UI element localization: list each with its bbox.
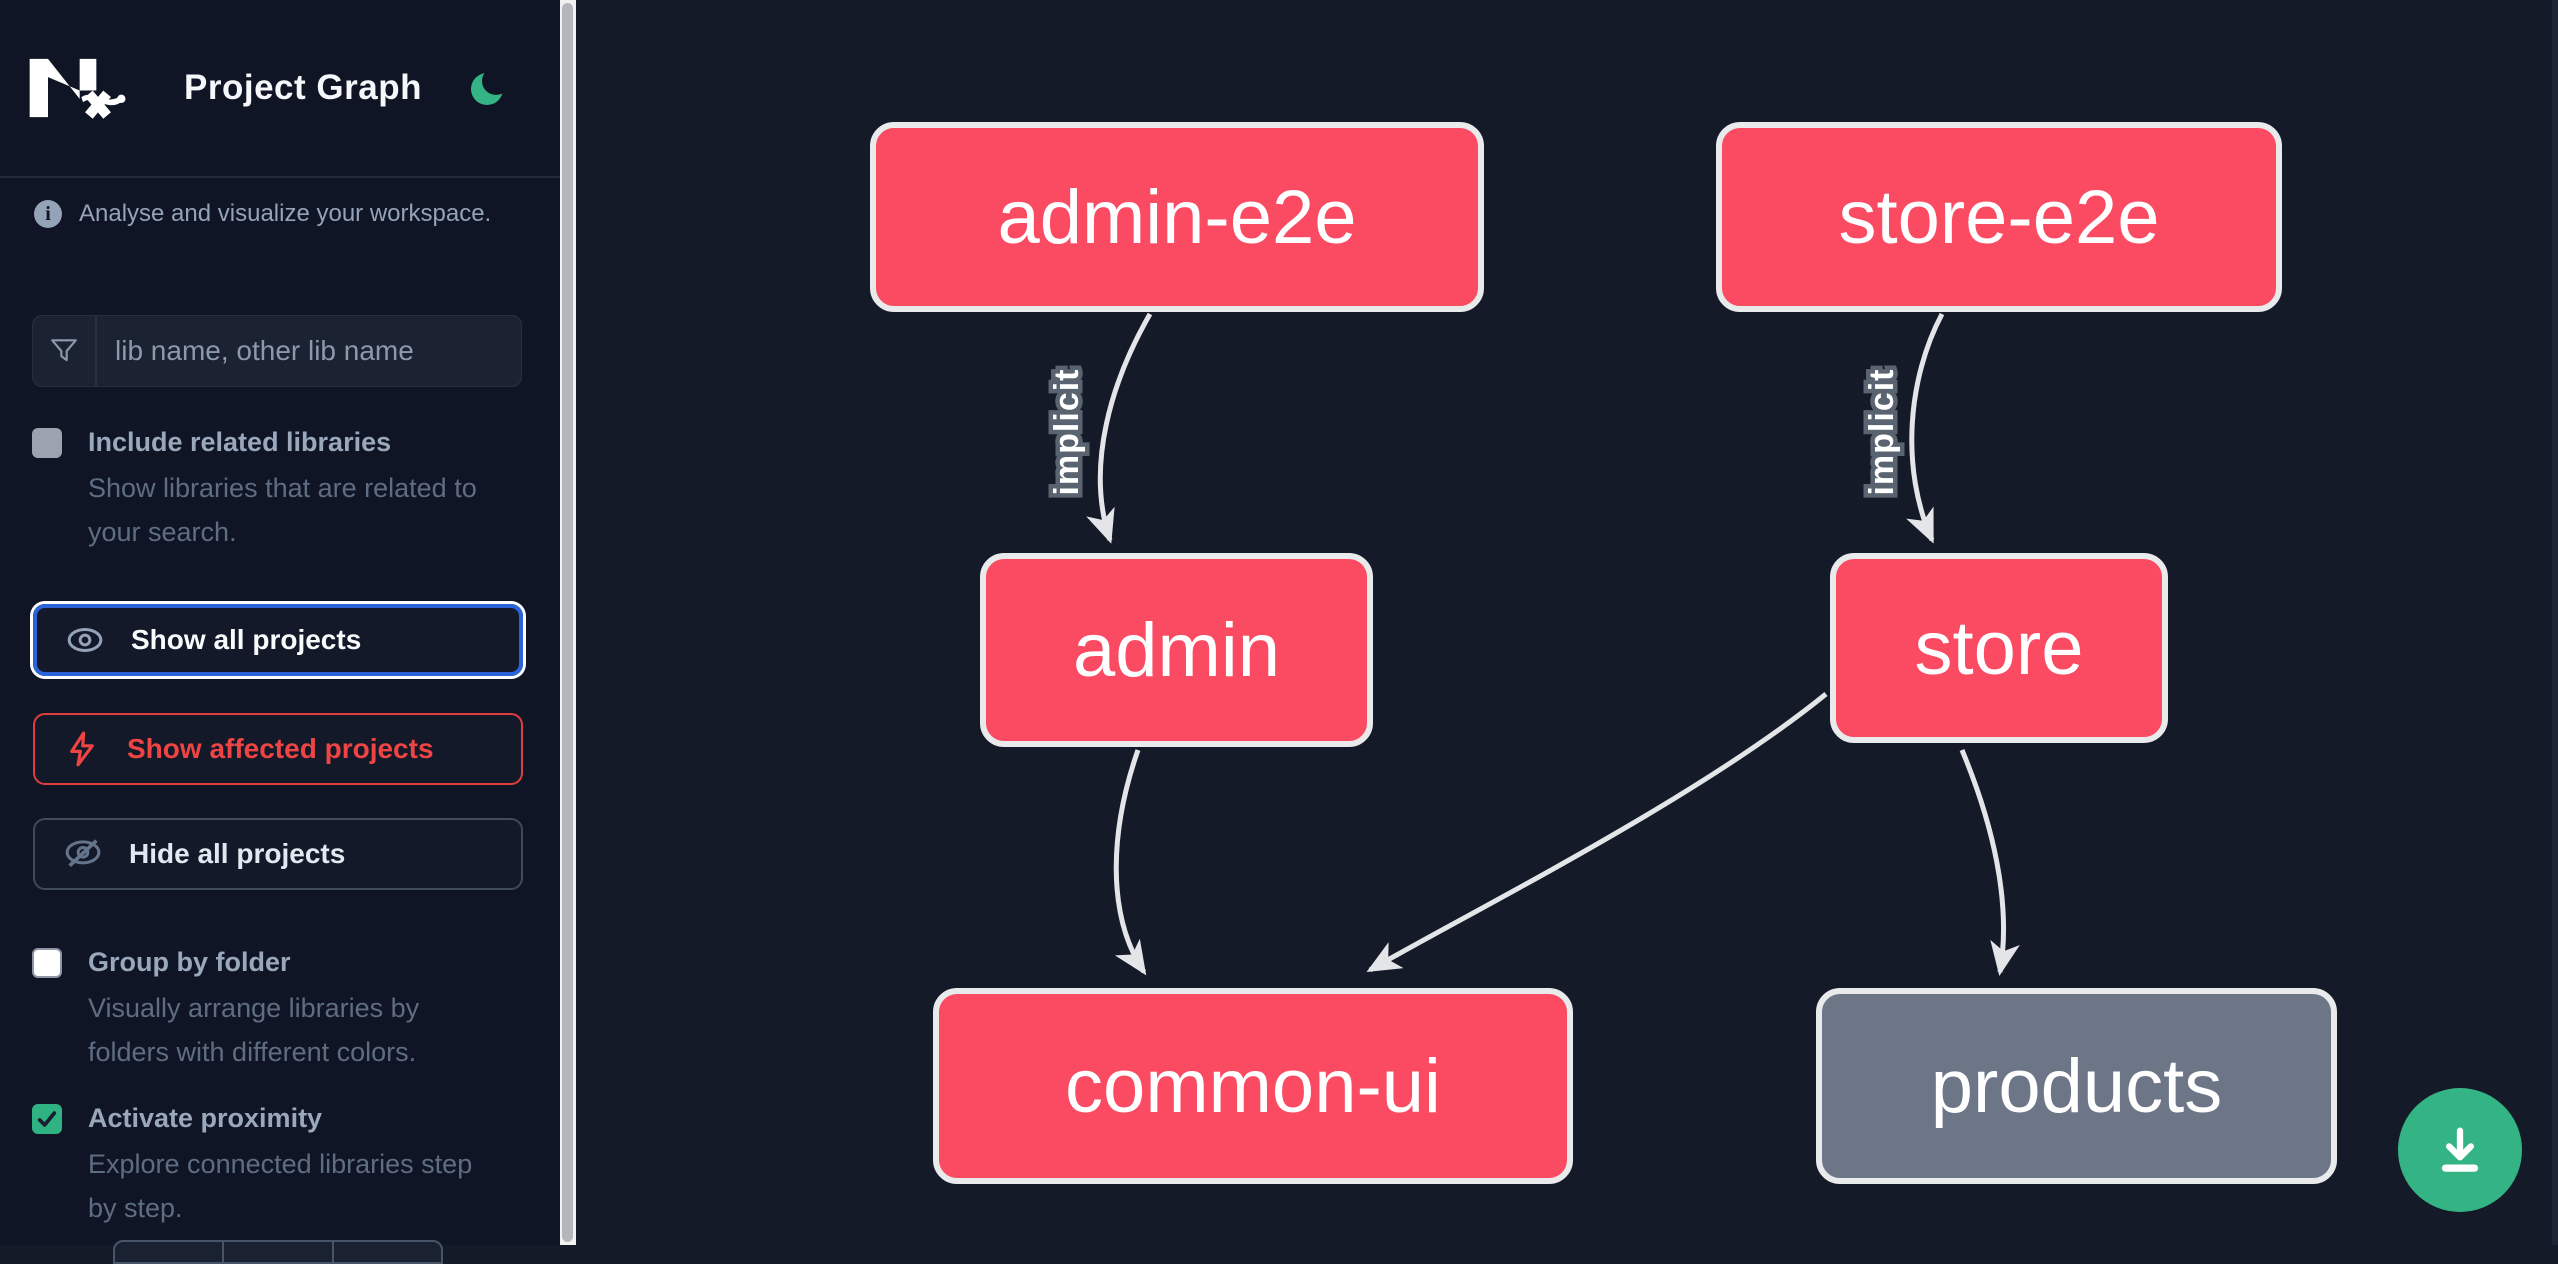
button-label: Hide all projects (129, 838, 346, 869)
node-admin-e2e[interactable]: admin-e2e (870, 122, 1484, 312)
theme-toggle-moon-icon[interactable] (468, 67, 510, 108)
toggle-include-related: Include related libraries Show libraries… (32, 424, 502, 554)
edge-store-to-common-ui[interactable] (1366, 692, 1828, 973)
edge-label-implicit[interactable]: implicit (1044, 364, 1091, 500)
checkbox-activate-proximity[interactable] (32, 1104, 62, 1134)
node-label: store (1914, 605, 2084, 691)
project-graph-canvas[interactable]: implicit implicit admin-e2e store-e2e ad… (576, 0, 2558, 1245)
lightning-bolt-icon (70, 731, 94, 767)
sidebar-scrollbar (560, 0, 576, 1245)
proximity-depth-control[interactable] (113, 1240, 443, 1264)
segment-decrement[interactable] (115, 1242, 225, 1262)
node-label: store-e2e (1838, 174, 2160, 260)
info-icon: i (34, 200, 62, 228)
segment-value (224, 1242, 334, 1262)
eye-off-icon (65, 839, 101, 868)
checkbox-group-by-folder[interactable] (32, 948, 62, 978)
show-all-projects-button[interactable]: Show all projects (33, 604, 523, 676)
toggle-label[interactable]: Group by folder (88, 947, 291, 977)
button-label: Show affected projects (127, 733, 434, 764)
sidebar-header: Project Graph (0, 0, 560, 176)
edge-store-to-products[interactable] (1959, 749, 2020, 976)
checkbox-include-related[interactable] (32, 428, 62, 458)
eye-icon (67, 627, 103, 653)
search-input[interactable] (97, 316, 521, 386)
node-label: common-ui (1065, 1043, 1441, 1129)
node-store-e2e[interactable]: store-e2e (1716, 122, 2282, 312)
toggle-label[interactable]: Activate proximity (88, 1103, 323, 1133)
node-products[interactable]: products (1816, 988, 2337, 1184)
toggle-label[interactable]: Include related libraries (88, 427, 392, 457)
workspace-info: i Analyse and visualize your workspace. (34, 200, 491, 228)
edge-admin-to-common-ui[interactable] (1113, 749, 1147, 976)
node-common-ui[interactable]: common-ui (933, 988, 1573, 1184)
download-graph-button[interactable] (2398, 1088, 2522, 1212)
header-divider (0, 176, 560, 178)
sidebar: Project Graph i Analyse and visualize yo… (0, 0, 560, 1264)
edge-label-implicit[interactable]: implicit (1859, 364, 1906, 500)
node-label: products (1930, 1043, 2223, 1129)
node-label: admin-e2e (997, 174, 1357, 260)
toggle-activate-proximity: Activate proximity Explore connected lib… (32, 1100, 502, 1230)
toggle-group-by-folder: Group by folder Visually arrange librari… (32, 944, 502, 1074)
funnel-filter-icon (33, 316, 97, 386)
scrollbar-thumb[interactable] (562, 3, 573, 1242)
show-affected-projects-button[interactable]: Show affected projects (33, 713, 523, 785)
download-icon (2441, 1127, 2479, 1172)
toggle-description: Visually arrange libraries by folders wi… (88, 993, 420, 1067)
node-admin[interactable]: admin (980, 553, 1373, 747)
nx-logo-icon (29, 58, 126, 119)
edge-admin-e2e-to-admin[interactable] (1086, 312, 1153, 544)
canvas-scrollbar-track (2552, 0, 2558, 1245)
app-title: Project Graph (184, 68, 422, 107)
info-text: Analyse and visualize your workspace. (79, 200, 492, 227)
hide-all-projects-button[interactable]: Hide all projects (33, 818, 523, 890)
edge-store-e2e-to-store[interactable] (1906, 312, 1945, 544)
node-label: admin (1073, 607, 1280, 693)
button-label: Show all projects (131, 624, 362, 655)
filter-search (32, 315, 522, 387)
toggle-description: Explore connected libraries step by step… (88, 1149, 473, 1223)
node-store[interactable]: store (1830, 553, 2168, 743)
segment-increment[interactable] (334, 1242, 441, 1262)
toggle-description: Show libraries that are related to your … (88, 473, 477, 547)
